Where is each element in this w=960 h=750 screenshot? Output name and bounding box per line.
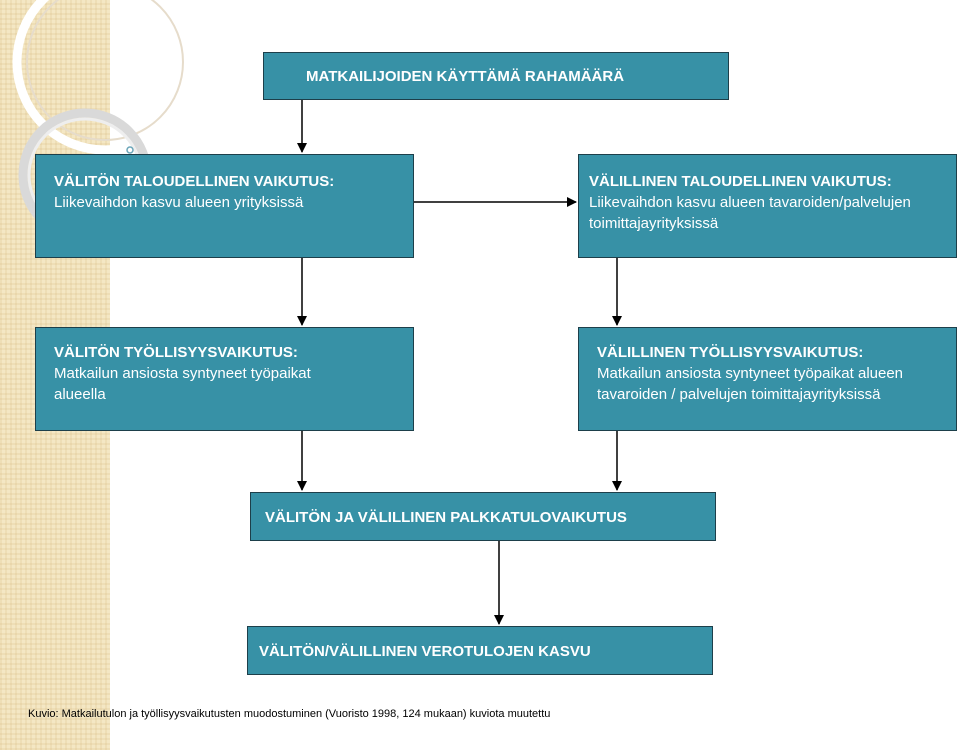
indirect-employment-body: Matkailun ansiosta syntyneet työpaikat a…: [597, 365, 904, 403]
indirect-employment-title: VÄLILLINEN TYÖLLISYYSVAIKUTUS:: [597, 344, 864, 361]
wage-income-title: VÄLITÖN JA VÄLILLINEN PALKKATULOVAIKUTUS: [265, 509, 627, 526]
box-indirect-employment-impact: VÄLILLINEN TYÖLLISYYSVAIKUTUS: Matkailun…: [578, 327, 957, 431]
figure-caption: Kuvio: Matkailutulon ja työllisyysvaikut…: [28, 708, 551, 720]
decorative-dot: [126, 146, 134, 154]
indirect-economic-title: VÄLILLINEN TALOUDELLINEN VAIKUTUS:: [589, 173, 892, 190]
box-direct-economic-impact: VÄLITÖN TALOUDELLINEN VAIKUTUS: Liikevai…: [35, 154, 414, 258]
box-wage-income-impact: VÄLITÖN JA VÄLILLINEN PALKKATULOVAIKUTUS: [250, 492, 716, 541]
box-tourist-spending-title: MATKAILIJOIDEN KÄYTTÄMÄ RAHAMÄÄRÄ: [306, 68, 625, 85]
direct-employment-body: Matkailun ansiosta syntyneet työpaikat a…: [54, 365, 311, 403]
box-direct-employment-impact: VÄLITÖN TYÖLLISYYSVAIKUTUS: Matkailun an…: [35, 327, 414, 431]
box-tourist-spending: MATKAILIJOIDEN KÄYTTÄMÄ RAHAMÄÄRÄ: [263, 52, 729, 100]
direct-economic-body: Liikevaihdon kasvu alueen yrityksissä: [54, 194, 304, 211]
direct-economic-title: VÄLITÖN TALOUDELLINEN VAIKUTUS:: [54, 173, 335, 190]
direct-employment-title: VÄLITÖN TYÖLLISYYSVAIKUTUS:: [54, 344, 298, 361]
box-indirect-economic-impact: VÄLILLINEN TALOUDELLINEN VAIKUTUS: Liike…: [578, 154, 957, 258]
indirect-economic-body: Liikevaihdon kasvu alueen tavaroiden/pal…: [589, 194, 911, 232]
box-tax-revenue-growth: VÄLITÖN/VÄLILLINEN VEROTULOJEN KASVU: [247, 626, 713, 675]
tax-revenue-title: VÄLITÖN/VÄLILLINEN VEROTULOJEN KASVU: [259, 643, 591, 660]
